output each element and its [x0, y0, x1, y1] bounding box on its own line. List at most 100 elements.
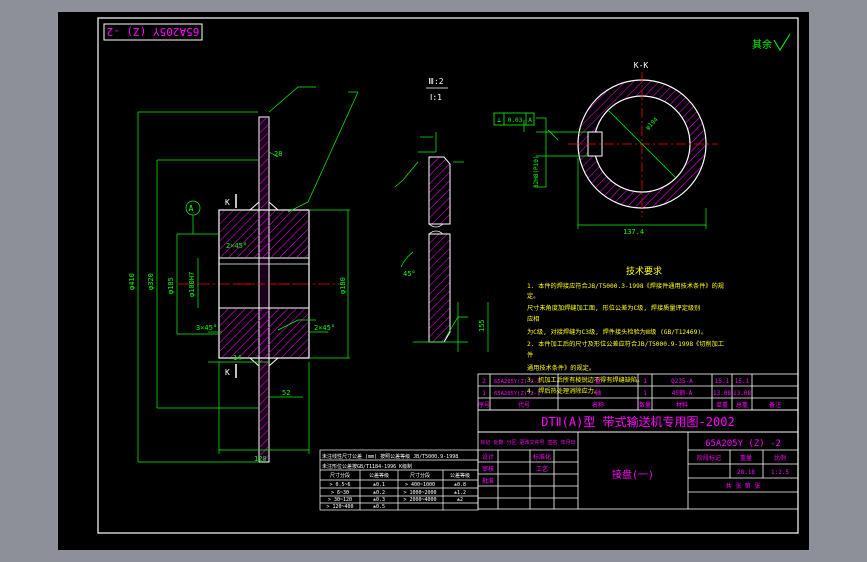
sheet-label: 共 张 第 张 [726, 482, 761, 490]
tol-cell: ±0.3 [373, 497, 385, 503]
dim-hub-len: 120 [254, 455, 267, 463]
role-label: 设计 [482, 453, 494, 461]
tech-note-line: 尺寸未角度加焊缝加工面, 形位公差为C级, 焊接质量评定级别 [527, 304, 700, 312]
tol-cell: > 6~30 [331, 490, 349, 496]
tol-cell: > 1000~2000 [403, 490, 436, 496]
dim-flange-th: 14 [233, 354, 241, 362]
dim-key-depth: 137.4 [623, 228, 644, 236]
weight-label: 重量 [740, 454, 752, 462]
hub-hatch-bottom [220, 309, 308, 357]
tol-col-header: 公差等级 [450, 472, 470, 479]
title-block: DTⅡ(A)型 带式输送机专用图-2002 65A205Y (Z) -2 接盘(… [477, 409, 799, 510]
flange-plate [258, 116, 270, 463]
dim-weld-angle: 45° [403, 270, 416, 278]
hub-hatch-top [220, 211, 308, 257]
dim-bore-dia: φ100H7 [188, 272, 196, 297]
tech-note-line: 3. 机加工后所有棱锐边不得有焊缝缺陷。 [527, 376, 643, 384]
section-dimensions [523, 109, 707, 229]
parts-header: 材料 [676, 401, 688, 409]
parts-cell: 65A205Y(Z)-2-1 [494, 391, 540, 397]
parts-cell: 65A205Y(Z)-2-2 [494, 379, 540, 385]
tol-col-header: 尺寸分段 [330, 472, 350, 479]
tech-note-line: 通用技术条件》的规定。 [527, 364, 595, 372]
tolerance-frame: ⊥ 0.03 A [493, 112, 535, 126]
drawing-border [97, 17, 799, 534]
dim-bore-len: 28 [274, 150, 282, 158]
title-revision-labels: 标记 处数 分区 更改文件号 签名 年月日 [480, 439, 575, 446]
parts-list: 2 65A205Y(Z)-2-2 盘 1 Q235-A 15.1 15.1 1 … [477, 373, 799, 411]
parts-cell: 盘 [595, 377, 601, 385]
tol-col-header: 公差等级 [369, 472, 389, 479]
stamp-code: 65A205Y (Z) -2 [107, 25, 200, 38]
dim-flange-gap: 52 [282, 389, 290, 397]
parts-header: 代号 [518, 401, 530, 409]
stamp-box: 65A205Y (Z) -2 [103, 23, 203, 41]
datum-label: A [189, 204, 194, 213]
tech-notes-title: 技术要求 [626, 265, 662, 277]
flange-hatch-bottom [260, 360, 268, 460]
parts-cell: 15.1 [735, 378, 750, 385]
dim-outer-dia: φ410 [128, 273, 136, 290]
tol-header-1: 未注线性尺寸公差 (mm) 按照公差等级 JB/T5000.9-1998 [322, 453, 458, 460]
stage-label: 阶段标记 [697, 454, 721, 462]
dim-chamfer-2: 3×45° [196, 324, 217, 332]
main-view: A K K φ410 φ320 φ185 φ100H7 φ180 120 14 … [128, 86, 359, 463]
detail-plate-top [428, 156, 451, 225]
parts-cell: 13.08 [713, 390, 731, 397]
detail-break [428, 223, 444, 235]
roughness-icon [773, 33, 791, 51]
tol-cell: > 0.5~6 [329, 482, 350, 488]
tech-note-line: 件 [527, 351, 533, 359]
dim-key-width: 32H8(P10) [533, 155, 540, 188]
dim-weld-height: 155 [478, 319, 486, 332]
tol-symbol: ⊥ [497, 116, 501, 124]
tol-header-2: 未注形位公差按GB/T1184-1996 K级制 [322, 463, 412, 470]
roughness-note: 其余 [752, 33, 791, 51]
dim-hub-dia: φ180 [339, 277, 347, 294]
tech-note-line: 定。 [527, 292, 539, 300]
tech-note-line: 2. 本件加工后的尺寸及形位公差应符合JB/T5000.9-1998《切削加工 [527, 340, 724, 348]
tech-note-line: 4. 焊后热处理消除应力。 [527, 387, 600, 395]
tol-cell: ±0.8 [454, 482, 466, 488]
tol-cell: > 400~1000 [405, 482, 435, 488]
weld-fillets [249, 201, 279, 367]
detail-view: Ⅲ:2 Ⅰ:1 155 [394, 77, 489, 352]
tol-cell: > 30~120 [328, 497, 352, 503]
parts-cell: 1 [643, 378, 647, 385]
tol-cell: ±0.2 [373, 490, 385, 496]
parts-header: 名称 [592, 401, 604, 409]
dim-chamfer-1: 2×45° [226, 242, 247, 250]
dim-chamfer-3: 2×45° [314, 324, 335, 332]
drawing-canvas: 65A205Y (Z) -2 其余 [97, 17, 799, 534]
role-label: 批准 [482, 477, 494, 485]
parts-cell: Q235-A [671, 378, 693, 385]
tech-note-line: 应相 [527, 315, 539, 323]
parts-cell: 1 [482, 390, 486, 397]
scale-value: 1:2.5 [771, 469, 789, 476]
dim-dia-185: φ185 [167, 277, 175, 294]
tol-datum: A [528, 117, 532, 124]
tech-note-line: 1. 本件的焊接应符合JB/T5000.3-1998《焊接件通用技术条件》的规 [527, 282, 724, 290]
tol-col-header: 尺寸分段 [410, 472, 430, 479]
tol-cell: > 2000~4000 [403, 497, 436, 503]
weight-value: 28.18 [737, 469, 755, 476]
drawing-viewport[interactable]: 65A205Y (Z) -2 其余 [58, 12, 809, 550]
tech-note-line: 为C级, 对接焊缝为C3级, 焊件接头检验为Ⅲ级 (GB/T12469)。 [527, 328, 707, 336]
role-label: 工艺 [536, 465, 548, 473]
detail-dimensions [394, 132, 489, 352]
title-part-name: 接盘(一) [612, 468, 654, 481]
role-label: 审核 [482, 465, 494, 473]
detail-plate-bottom [428, 233, 451, 343]
flange-hatch-top [260, 118, 268, 208]
parts-cell: 1 [643, 390, 647, 397]
tech-notes: 技术要求 1. 本件的焊接应符合JB/T5000.3-1998《焊接件通用技术条… [527, 265, 724, 395]
parts-header: 单重 [716, 401, 728, 409]
section-title: K-K [634, 61, 649, 70]
tol-cell: ±0.5 [373, 504, 385, 510]
section-mark-k-bottom: K [225, 368, 230, 377]
title-banner: DTⅡ(A)型 带式输送机专用图-2002 [541, 414, 734, 429]
section-kk: K-K [493, 61, 718, 236]
parts-cell: 15.1 [715, 378, 730, 385]
tol-cell: ±0.1 [373, 482, 385, 488]
